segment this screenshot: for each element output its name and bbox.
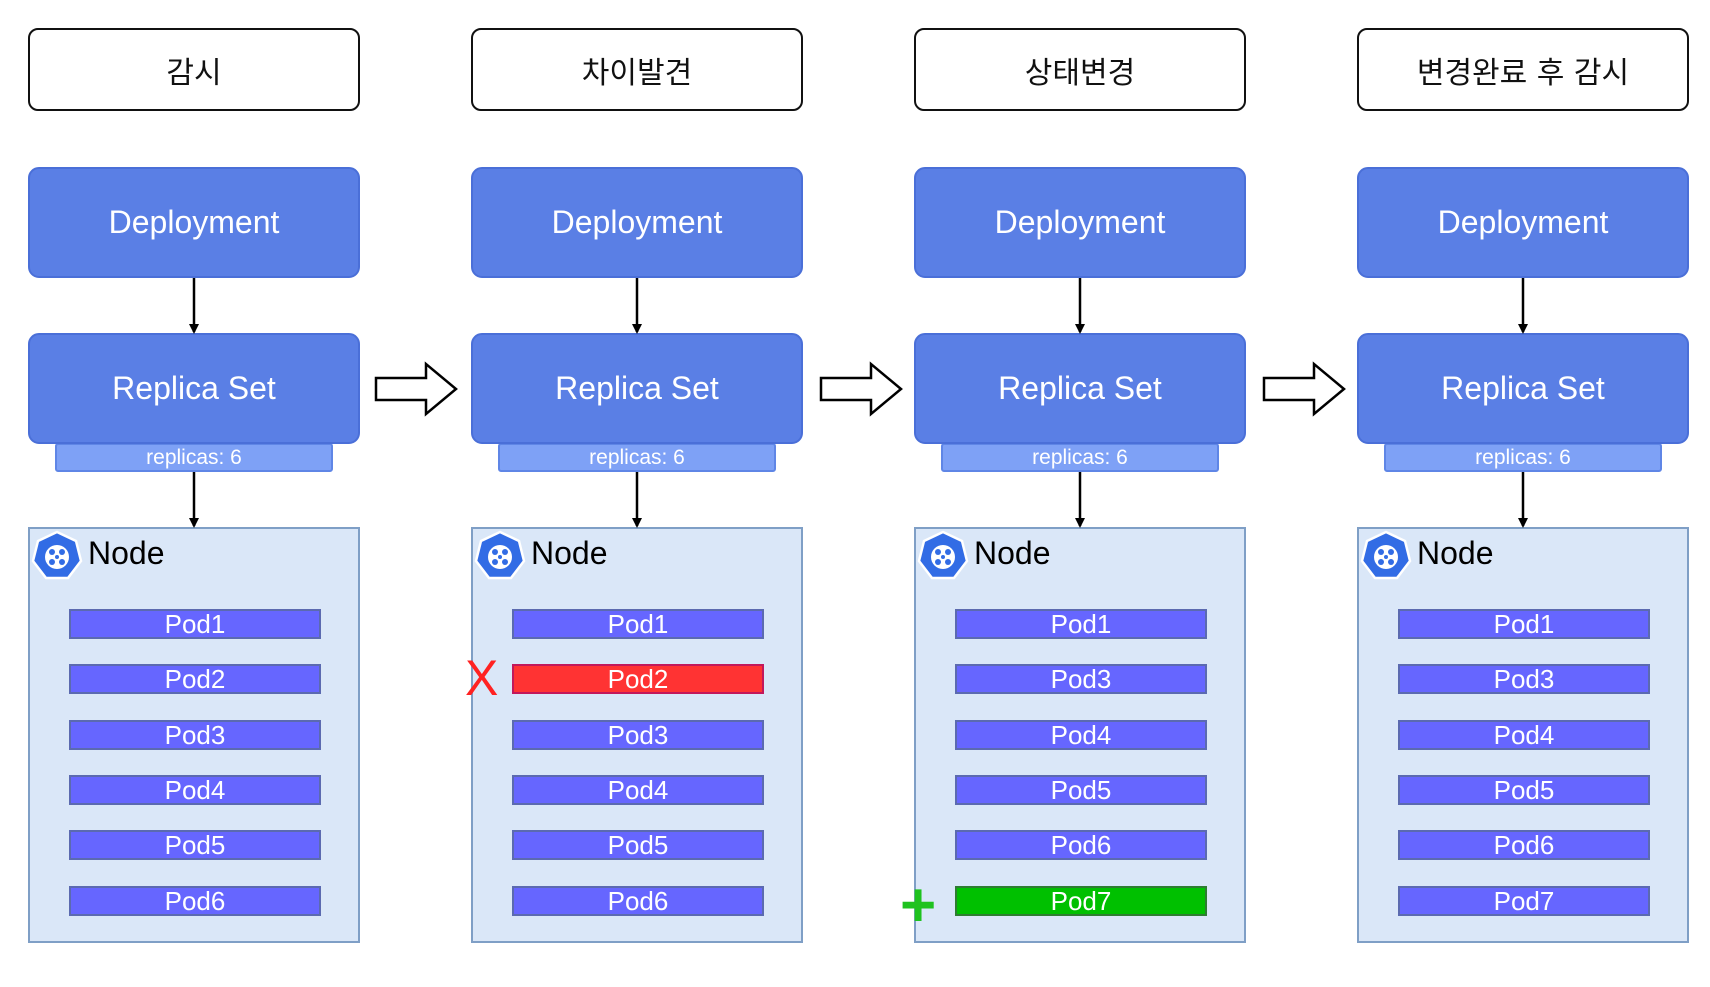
replicas-count-label: replicas: 6 <box>1384 443 1662 472</box>
pod-bar: Pod5 <box>955 775 1207 805</box>
node-title: Node <box>531 535 608 571</box>
pod-bar: Pod7 <box>955 886 1207 916</box>
phase-label: 감시 <box>28 28 360 111</box>
pod-bar: Pod2 <box>69 664 321 694</box>
pod-bar: Pod1 <box>512 609 764 639</box>
replicaset-box: Replica Set <box>914 333 1246 444</box>
pod-bar: Pod5 <box>69 830 321 860</box>
phase-transition-arrow <box>819 361 903 417</box>
replicas-count-label: replicas: 6 <box>55 443 333 472</box>
kubernetes-icon <box>31 530 83 582</box>
pod-bar: Pod4 <box>955 720 1207 750</box>
pod-bar: Pod6 <box>955 830 1207 860</box>
pod-bar: Pod1 <box>955 609 1207 639</box>
pod-bar: Pod6 <box>1398 830 1650 860</box>
replicaset-box: Replica Set <box>471 333 803 444</box>
kubernetes-icon <box>474 530 526 582</box>
phase-label: 차이발견 <box>471 28 803 111</box>
deployment-box: Deployment <box>471 167 803 278</box>
phase-label: 변경완료 후 감시 <box>1357 28 1689 111</box>
kubernetes-icon <box>1360 530 1412 582</box>
pod-bar: Pod1 <box>1398 609 1650 639</box>
kubernetes-icon <box>917 530 969 582</box>
deployment-box: Deployment <box>28 167 360 278</box>
replicas-count-label: replicas: 6 <box>941 443 1219 472</box>
pod-bar: Pod7 <box>1398 886 1650 916</box>
node-title: Node <box>88 535 165 571</box>
pod-bar: Pod3 <box>1398 664 1650 694</box>
node-title: Node <box>1417 535 1494 571</box>
pod-bar: Pod5 <box>1398 775 1650 805</box>
pod-bar: Pod4 <box>1398 720 1650 750</box>
pod-bar: Pod5 <box>512 830 764 860</box>
phase-transition-arrow <box>374 361 458 417</box>
phase-transition-arrow <box>1262 361 1346 417</box>
replicaset-box: Replica Set <box>28 333 360 444</box>
pod-bar: Pod3 <box>69 720 321 750</box>
node-title: Node <box>974 535 1051 571</box>
pod-bar: Pod4 <box>69 775 321 805</box>
deployment-box: Deployment <box>1357 167 1689 278</box>
pod-bar: Pod6 <box>512 886 764 916</box>
pod-bar: Pod3 <box>955 664 1207 694</box>
pod-bar: Pod4 <box>512 775 764 805</box>
deployment-box: Deployment <box>914 167 1246 278</box>
pod-bar: Pod3 <box>512 720 764 750</box>
pod-bar: Pod1 <box>69 609 321 639</box>
pod-added-marker: + <box>900 871 937 940</box>
pod-bar: Pod2 <box>512 664 764 694</box>
pod-bar: Pod6 <box>69 886 321 916</box>
pod-removed-marker: X <box>465 650 499 706</box>
replicas-count-label: replicas: 6 <box>498 443 776 472</box>
replicaset-box: Replica Set <box>1357 333 1689 444</box>
phase-label: 상태변경 <box>914 28 1246 111</box>
